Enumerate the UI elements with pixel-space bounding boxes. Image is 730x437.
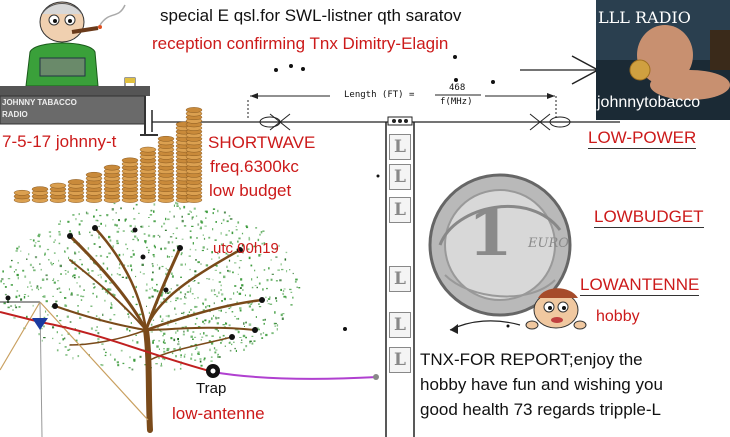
coin-stack-icon <box>13 107 203 203</box>
character-sign-line-2: RADIO <box>2 110 28 119</box>
band-budget: low budget <box>209 181 292 200</box>
ladder-box: L <box>389 197 411 223</box>
radio-badge-name: johnnytobacco <box>597 94 701 111</box>
antenna-wire-red <box>0 311 214 373</box>
header-line-2: reception confirming Tnx Dimitry-Elagin <box>152 34 449 53</box>
low-antenne-right-label: LOWANTENNE <box>580 275 700 296</box>
hobby-label: hobby <box>596 308 640 325</box>
band-frequency: freq.6300kc <box>210 157 299 176</box>
character-sign-line-1: JOHNNY TABACCO <box>2 98 77 107</box>
insulator-icon <box>32 318 48 330</box>
euro-coin-icon <box>428 173 572 317</box>
cartoon-character-icon <box>25 1 136 93</box>
tree-branches <box>54 226 264 433</box>
peeking-cartoon-icon <box>525 288 587 330</box>
desk-top <box>0 86 150 96</box>
antenna-wire-purple <box>212 371 379 380</box>
formula-lhs: Length (FT) = <box>344 90 415 100</box>
trap-label: Trap <box>196 380 227 397</box>
ladder-box: L <box>389 164 411 190</box>
coin-text: EURO <box>528 236 569 251</box>
ladder-box: L <box>389 134 411 160</box>
radio-badge-image <box>596 0 730 120</box>
coin-value: 1 <box>468 196 513 271</box>
tree-knots <box>5 225 265 340</box>
header-line-1: special E qsl.for SWL-listner qth sarato… <box>160 6 462 25</box>
formula-numerator: 468 <box>449 83 466 93</box>
ladder-box: L <box>389 266 411 292</box>
message-line-2: hobby have fun and wishing you <box>420 375 663 394</box>
message-line-3: good health 73 regards tripple-L <box>420 400 661 419</box>
message-line-1: TNX-FOR REPORT;enjoy the <box>420 350 643 369</box>
utc-label: utc 00h19 <box>213 240 279 257</box>
end-insulator-right-icon <box>549 116 571 128</box>
tree-foliage <box>0 201 301 371</box>
cigar-icon <box>71 26 99 34</box>
band-title: SHORTWAVE <box>208 133 316 152</box>
low-budget-label: LOWBUDGET <box>594 207 704 228</box>
formula-denominator: f(MHz) <box>440 97 473 107</box>
ladder-box: L <box>389 312 411 338</box>
low-power-label: LOW-POWER <box>588 128 697 149</box>
low-antenne-label: low-antenne <box>172 404 265 423</box>
ladder-box: L <box>389 347 411 373</box>
date-label: 7-5-17 johnny-t <box>2 132 117 151</box>
radio-badge-title: LLL RADIO <box>598 8 691 27</box>
scatter-dots <box>274 55 510 331</box>
